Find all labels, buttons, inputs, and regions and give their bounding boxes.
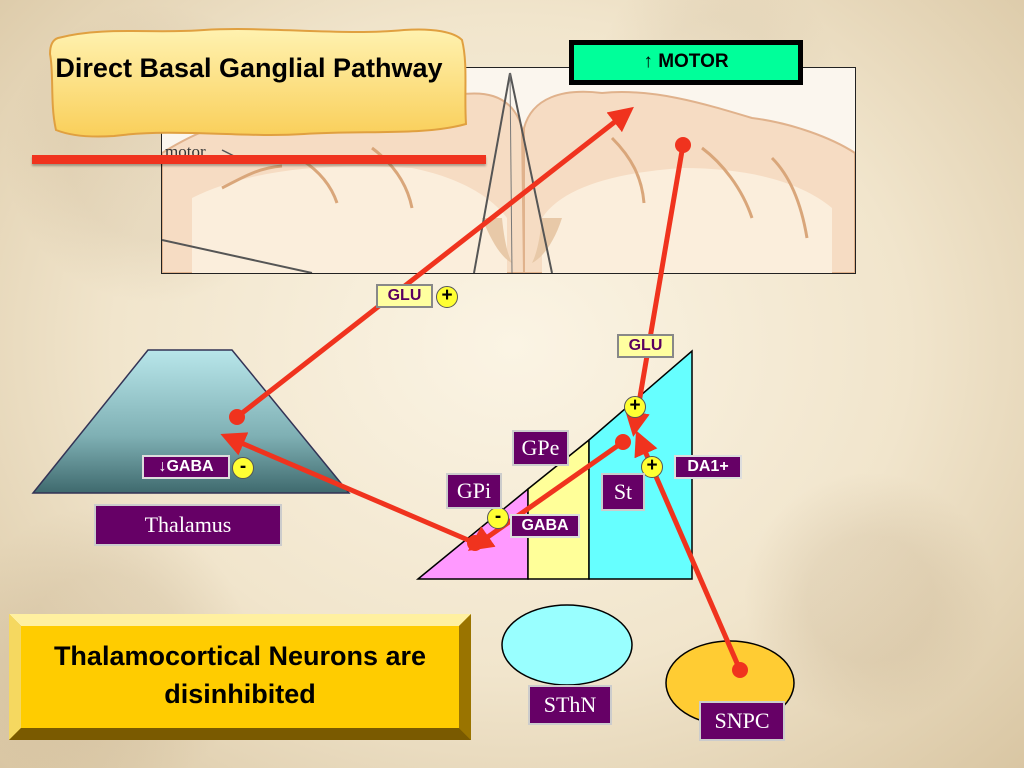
glu-right-tag: GLU	[617, 334, 674, 358]
gaba-thalamus-tag: ↓GABA	[142, 455, 230, 479]
title-underline	[32, 155, 486, 164]
snpc-label: SNPC	[699, 701, 785, 741]
glu-top-sign: +	[436, 286, 458, 308]
arrow-origin-gpi	[467, 535, 483, 551]
gpi-label: GPi	[446, 473, 502, 509]
glu-top-tag: GLU	[376, 284, 433, 308]
arrow-thalamus-to-cortex	[235, 106, 634, 419]
motor-label: ↑ MOTOR	[573, 44, 799, 81]
arrow-origin-cortex	[675, 137, 691, 153]
gaba-thalamus-sign: -	[232, 457, 254, 479]
da1-sign: +	[641, 456, 663, 478]
page-title: Direct Basal Ganglial Pathway	[55, 53, 443, 83]
sthn-shape	[501, 604, 633, 686]
motor-label-box: ↑ MOTOR	[569, 40, 803, 85]
title-scroll	[44, 24, 470, 142]
gaba-gp-sign: -	[487, 507, 509, 529]
gpe-label: GPe	[512, 430, 569, 466]
striatum-region	[588, 349, 693, 580]
thalamus-label: Thalamus	[94, 504, 282, 546]
striatum-label: St	[601, 473, 645, 511]
conclusion-box	[9, 614, 471, 740]
arrow-origin-striatum	[615, 434, 631, 450]
arrow-origin-snpc	[732, 662, 748, 678]
gaba-gp-tag: GABA	[510, 514, 580, 538]
sthn-label: SThN	[528, 685, 612, 725]
glu-right-sign: +	[624, 396, 646, 418]
da1-tag: DA1+	[674, 455, 742, 479]
conclusion-text: Thalamocortical Neurons are disinhibited	[53, 641, 427, 709]
brain-cross-section	[161, 67, 856, 274]
arrow-gpi-to-thalamus	[220, 432, 476, 546]
arrow-origin-thalamus	[229, 409, 245, 425]
arrow-striatum-to-gpi	[467, 439, 625, 551]
arrow-cortex-to-striatum	[625, 144, 686, 437]
